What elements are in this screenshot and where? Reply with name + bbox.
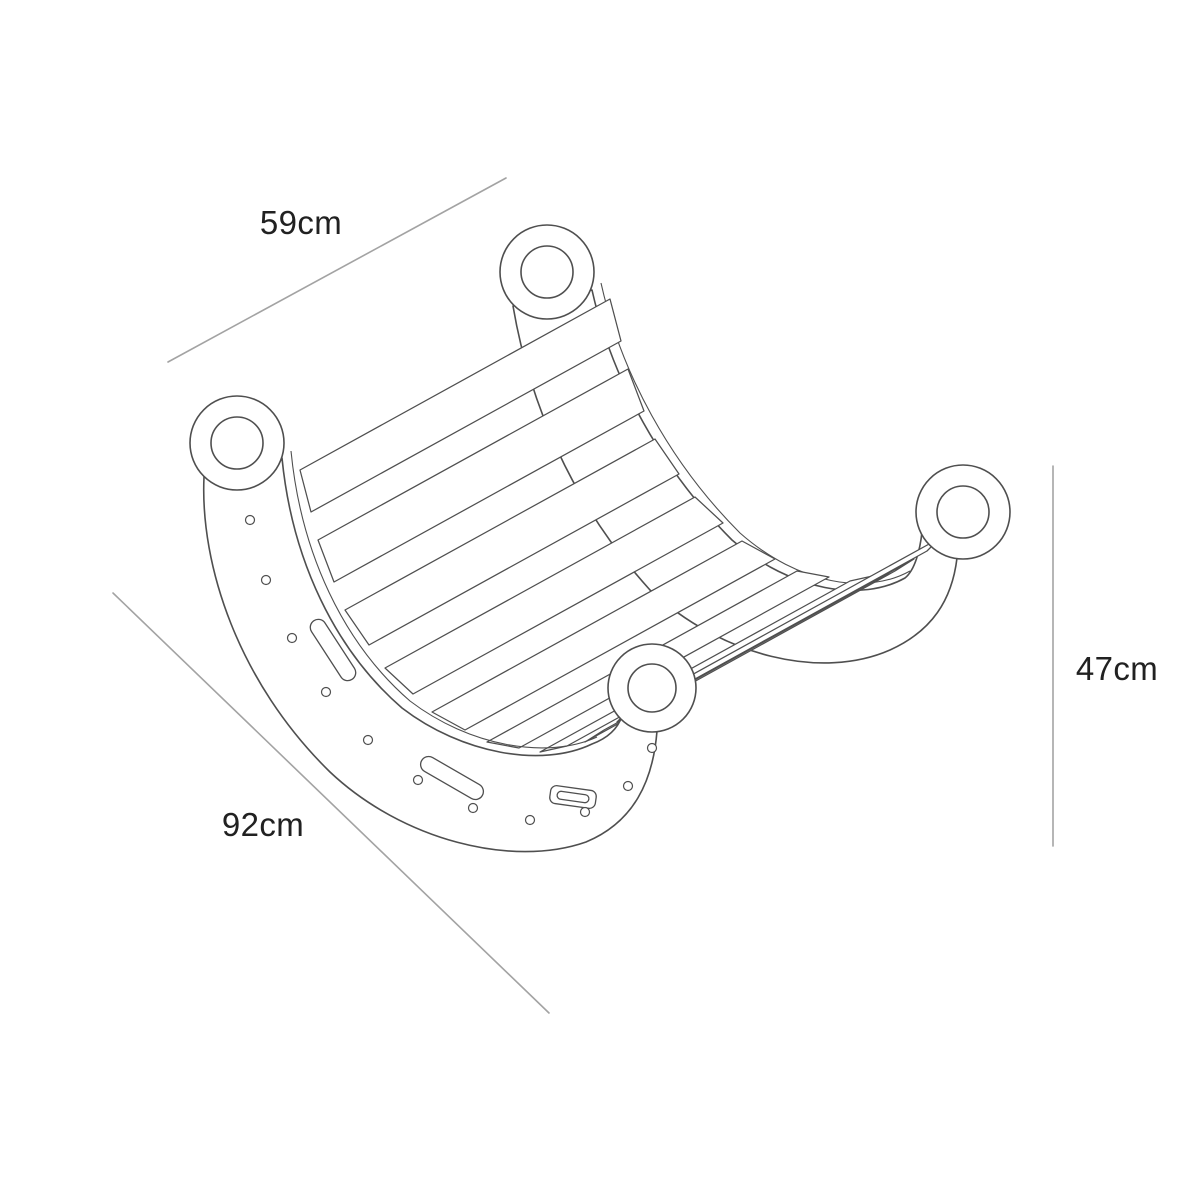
length-dimension-line <box>112 592 550 1014</box>
screw-icon <box>646 742 658 754</box>
width-dimension-line <box>167 177 507 363</box>
screw-icon <box>412 774 424 786</box>
screw-icon <box>244 514 256 526</box>
slat <box>317 368 645 583</box>
slat <box>384 496 724 695</box>
handle-ring-top-hole <box>520 245 574 299</box>
handle-ring-left-hole <box>210 416 264 470</box>
near-rail-top-edge <box>290 450 598 749</box>
screw-icon <box>467 802 479 814</box>
screw-heads <box>244 514 658 826</box>
hand-slot-cutout <box>309 618 357 682</box>
near-rail-band <box>202 457 658 853</box>
length-dimension-label: 92cm <box>221 806 305 843</box>
screw-icon <box>362 734 374 746</box>
dimension-lines <box>112 177 1054 1014</box>
height-dimension-label: 47cm <box>1075 650 1159 687</box>
handle-rings <box>189 224 1011 733</box>
handle-ring-front-hole <box>627 663 677 713</box>
screw-icon <box>260 574 272 586</box>
screw-icon <box>579 806 591 818</box>
hand-slot-cutout <box>419 755 485 801</box>
screw-icon <box>286 632 298 644</box>
screw-icon <box>320 686 332 698</box>
slat <box>431 540 776 731</box>
screw-icon <box>524 814 536 826</box>
latch-slot-inner <box>556 790 590 804</box>
slat <box>299 298 622 513</box>
near-side-rail <box>202 450 658 853</box>
width-dimension-label: 59cm <box>259 204 343 241</box>
screw-icon <box>622 780 634 792</box>
handle-ring-right-hole <box>936 485 990 539</box>
slat <box>344 438 680 646</box>
